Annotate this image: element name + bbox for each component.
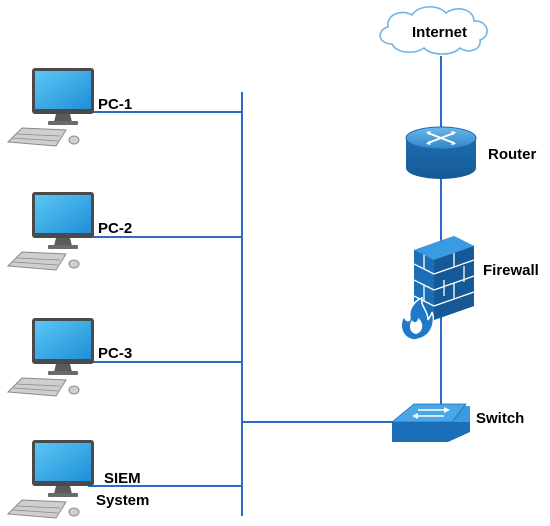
pc1-label: PC-1 [98,96,133,113]
internet-label: Internet [412,24,468,41]
switch-label: Switch [476,410,525,427]
pc3-computer-icon [7,317,95,397]
firewall-label: Firewall [483,262,539,279]
pc2-computer-icon [7,191,95,271]
siem-label-line1: SIEM [104,470,141,487]
firewall-icon [400,236,475,341]
switch-icon [390,403,470,442]
connection-lines [88,56,442,516]
cloud-icon [379,6,488,55]
router-label: Router [488,146,537,163]
siem-computer-icon [7,439,95,519]
siem-label-line2: System [96,492,150,509]
pc2-label: PC-2 [98,220,133,237]
pc3-label: PC-3 [98,345,133,362]
pc1-computer-icon [7,67,95,147]
router-icon [405,126,477,179]
